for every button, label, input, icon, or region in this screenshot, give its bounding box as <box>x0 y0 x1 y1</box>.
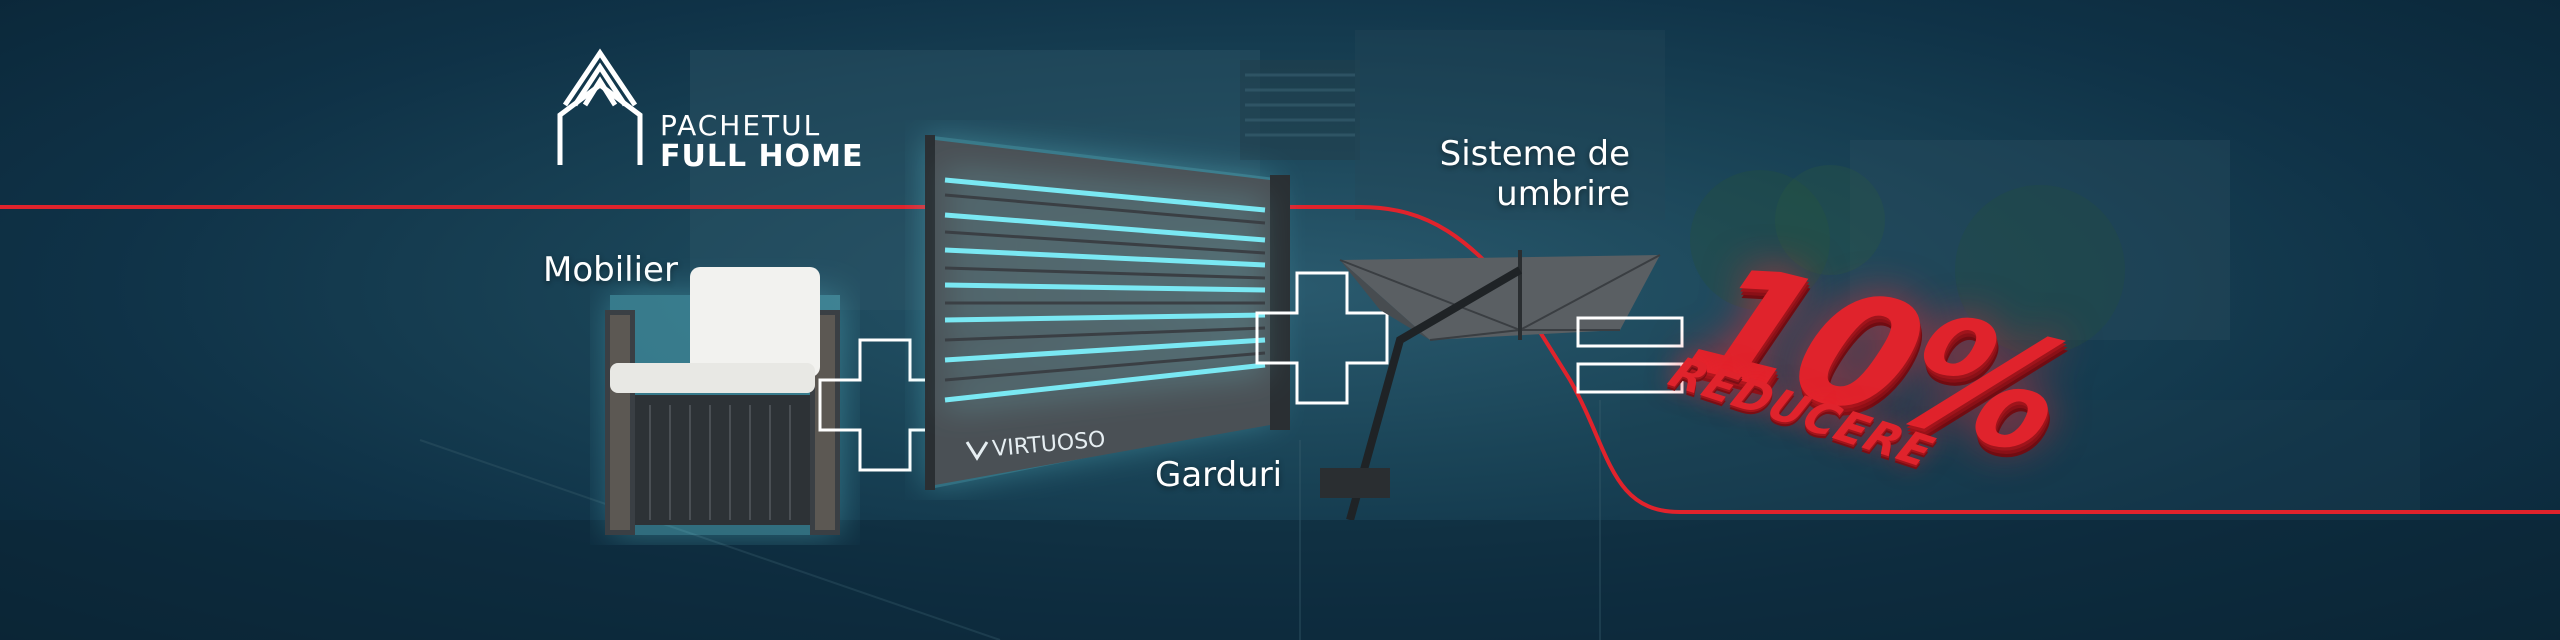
label-mobilier: Mobilier <box>543 250 678 290</box>
equals-icon <box>1576 316 1684 394</box>
outdoor-chair-image[interactable] <box>590 255 860 545</box>
discount-badge[interactable]: 10% REDUCERE <box>1650 230 2096 490</box>
logo-text-full-home: FULL HOME <box>660 139 864 174</box>
virtuoso-fence-image[interactable]: VIRTUOSO <box>905 120 1305 500</box>
label-sisteme-umbrire: Sisteme de umbrire <box>1439 134 1630 214</box>
plus-icon <box>1255 271 1389 405</box>
label-garduri: Garduri <box>1155 455 1283 495</box>
house-logo-icon <box>557 48 643 165</box>
plus-icon <box>818 338 952 472</box>
logo-text-pachetul: PACHETUL <box>660 109 822 142</box>
brand-logo[interactable]: PACHETUL FULL HOME <box>555 45 875 175</box>
